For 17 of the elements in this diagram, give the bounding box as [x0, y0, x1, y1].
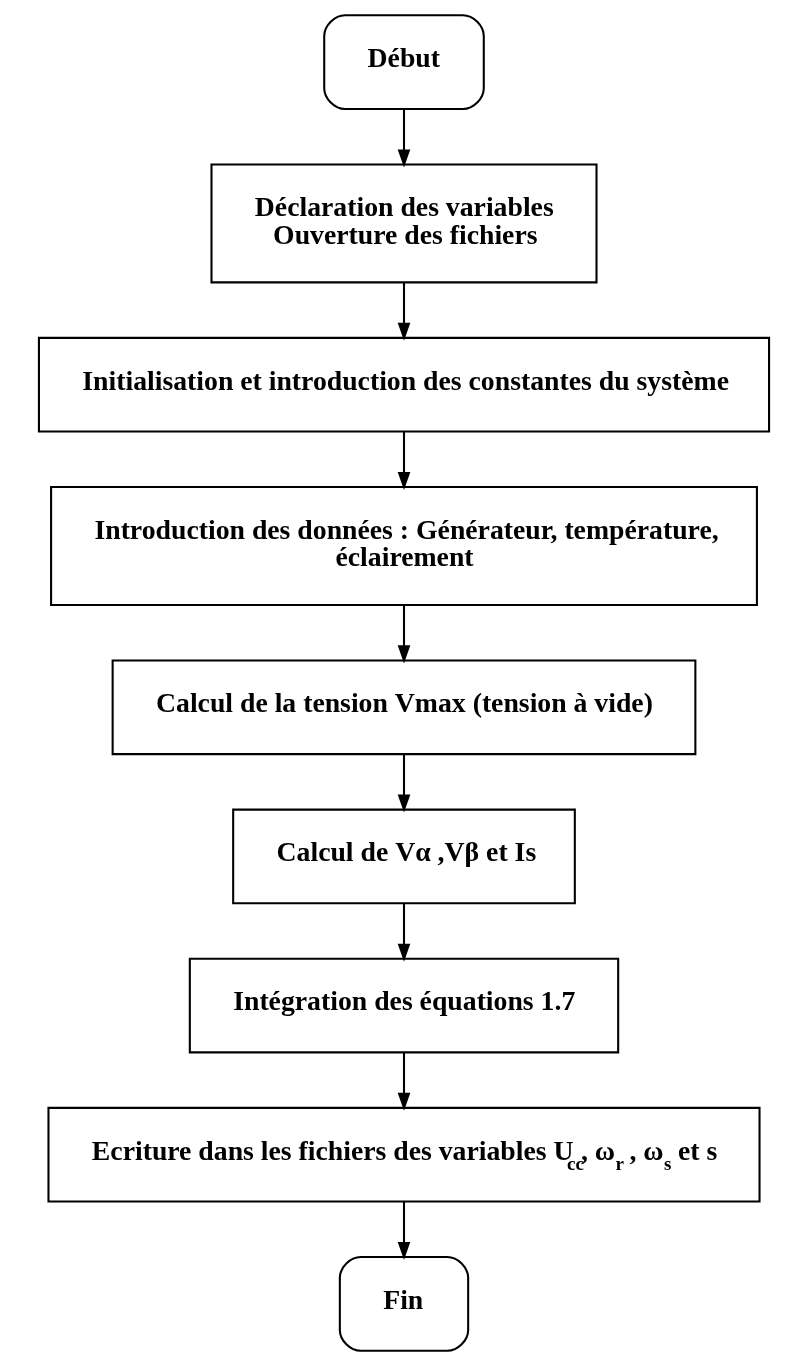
arrow [397, 282, 411, 341]
node-box: Introduction des données : Générateur, température, éclairement [50, 486, 758, 606]
arrow [397, 432, 411, 491]
arrow [397, 109, 411, 168]
node-box: Calcul de Vα ,Vβ et Is [232, 808, 576, 905]
node-box: Fin [338, 1256, 470, 1352]
node-box: Calcul de la tension Vmax (tension à vide) [111, 659, 697, 756]
arrow [397, 754, 411, 813]
arrow [397, 605, 411, 664]
arrow [397, 1201, 411, 1260]
arrow [397, 903, 411, 962]
node-box: Intégration des équations 1.7 [188, 957, 620, 1054]
node-box: Déclaration des variables Ouverture des fichiers [210, 163, 598, 284]
node-box: Ecriture dans les fichiers des variables U$_{cc}$, ω$_{r}$ , ω$_{s}$ et s [47, 1106, 761, 1203]
node-box: Début [323, 14, 485, 110]
arrow [397, 1052, 411, 1111]
node-box: Initialisation et introduction des constantes du système [37, 336, 771, 433]
